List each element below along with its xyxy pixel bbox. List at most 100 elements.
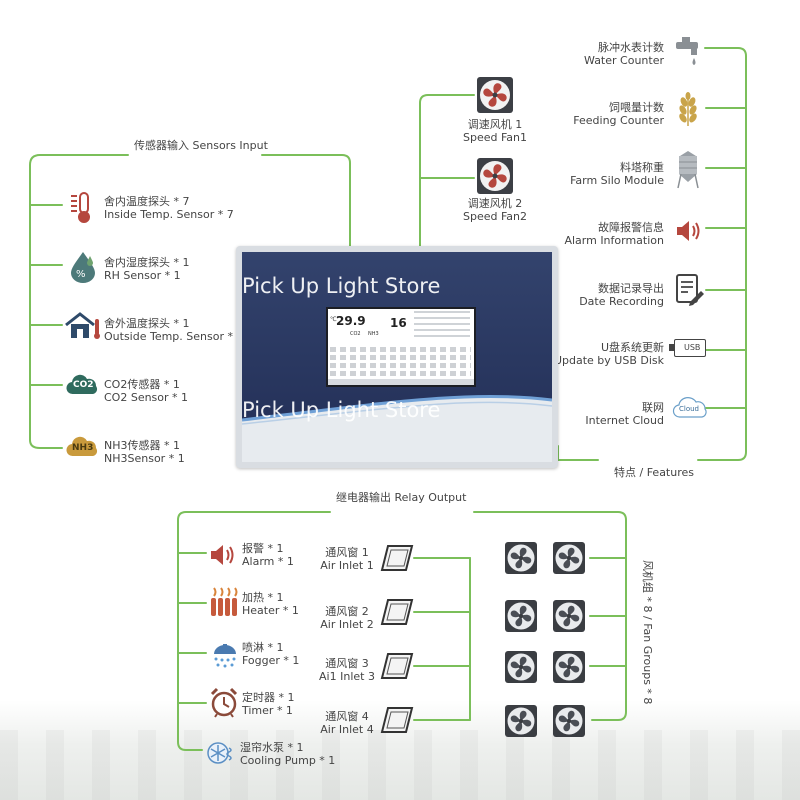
air-inlet-label: 通风窗 3 Ai1 Inlet 3: [312, 657, 382, 683]
feature-zh: 故障报警信息: [598, 221, 664, 234]
sensor-item-label: NH3传感器 * 1 NH3Sensor * 1: [104, 439, 185, 465]
air-inlet-label: 通风窗 4 Air Inlet 4: [312, 710, 382, 736]
silo-icon: [677, 151, 699, 189]
relay-item-label: 湿帘水泵 * 1 Cooling Pump * 1: [240, 741, 335, 767]
sensor-zh: 舍内湿度探头 * 1: [104, 256, 190, 269]
relay-item-label: 报警 * 1 Alarm * 1: [242, 542, 294, 568]
air-inlet-icon: [380, 599, 414, 625]
relay-en: Alarm * 1: [242, 555, 294, 568]
feature-zh: 数据记录导出: [598, 282, 664, 295]
inlet-en: Air Inlet 1: [320, 559, 374, 572]
wheat-icon: [679, 92, 697, 126]
relay-zh: 喷淋 * 1: [242, 641, 284, 654]
device-face: Pick Up Light Store Pick Up Light Store …: [242, 252, 552, 462]
sensor-zh: CO2传感器 * 1: [104, 378, 180, 391]
fan-group-icon: [553, 600, 585, 632]
speed-fan-label: 调速风机 2 Speed Fan2: [460, 197, 530, 223]
feature-zh: 联网: [642, 401, 664, 414]
cloud-icon-text: Cloud: [679, 405, 699, 413]
feature-zh: 料塔称重: [620, 161, 664, 174]
feature-zh: 脉冲水表计数: [598, 41, 664, 54]
screen-co2: CO2: [350, 331, 361, 337]
feature-zh: U盘系统更新: [600, 341, 664, 354]
water-faucet-icon: [676, 37, 698, 65]
speaker-icon: [677, 221, 700, 241]
feature-en: Water Counter: [584, 54, 664, 67]
screen-data-row: [330, 347, 471, 352]
fan-groups-label: 风机组 * 8 / Fan Groups * 8: [641, 560, 654, 705]
relay-zh: 加热 * 1: [242, 591, 284, 604]
controller-screen: 29.9 ℃ 16 CO2 NH3: [326, 307, 476, 387]
sensor-en: RH Sensor * 1: [104, 269, 181, 282]
nh3-icon-text: NH3: [72, 443, 94, 453]
inlet-zh: 通风窗 3: [325, 657, 369, 670]
relay-item-label: 喷淋 * 1 Fogger * 1: [242, 641, 299, 667]
air-inlet-icon: [380, 653, 414, 679]
feature-en: Feeding Counter: [573, 114, 664, 127]
inlet-zh: 通风窗 2: [325, 605, 369, 618]
screen-status-grid: [414, 311, 470, 339]
feature-item-label: U盘系统更新 Update by USB Disk: [540, 341, 664, 367]
screen-nh3: NH3: [368, 331, 379, 337]
feature-en: Date Recording: [579, 295, 664, 308]
feature-item-label: 联网 Internet Cloud: [540, 401, 664, 427]
sensor-en: NH3Sensor * 1: [104, 452, 185, 465]
fan-group-icon: [505, 651, 537, 683]
watermark-text: Pick Up Light Store: [242, 398, 441, 422]
air-inlet-icon: [380, 707, 414, 733]
feature-zh: 饲喂量计数: [609, 101, 664, 114]
fan-groups-label-wrap: 风机组 * 8 / Fan Groups * 8: [640, 560, 654, 704]
humidity-icon: %: [71, 252, 95, 283]
fan-icon: [477, 158, 513, 194]
usb-plug-icon: [669, 344, 674, 351]
alarm-speaker-icon: [211, 545, 234, 565]
fan-icon: [477, 77, 513, 113]
fan-group-icon: [553, 705, 585, 737]
relay-item-label: 定时器 * 1 Timer * 1: [242, 691, 295, 717]
fan-group-icon: [553, 651, 585, 683]
usb-icon-text: USB: [684, 343, 701, 352]
sensor-zh: 舍外温度探头 * 1: [104, 317, 190, 330]
heater-icon: [211, 587, 238, 616]
speed-fan-label: 调速风机 1 Speed Fan1: [460, 118, 530, 144]
inlet-zh: 通风窗 4: [325, 710, 369, 723]
air-inlet-icon: [380, 545, 414, 571]
speed-fan-en: Speed Fan1: [462, 131, 527, 144]
screen-footer: [328, 379, 474, 385]
co2-icon: CO2: [66, 374, 100, 398]
sensor-en: CO2 Sensor * 1: [104, 391, 189, 404]
inlet-en: Ai1 Inlet 3: [319, 670, 375, 683]
house-temp-icon: [65, 312, 100, 339]
feature-item-label: 故障报警信息 Alarm Information: [540, 221, 664, 247]
sensor-en: Outside Temp. Sensor * 1: [104, 330, 244, 343]
screen-humidity: 16: [390, 316, 407, 330]
thermometer-icon: [71, 192, 90, 223]
relay-zh: 湿帘水泵 * 1: [240, 741, 304, 754]
sensor-zh: 舍内温度探头 * 7: [104, 195, 190, 208]
cooling-pump-icon: [207, 742, 232, 764]
relay-en: Heater * 1: [242, 604, 299, 617]
nh3-icon: NH3: [66, 436, 100, 460]
fan-group-icon: [505, 542, 537, 574]
air-inlet-label: 通风窗 1 Air Inlet 1: [312, 546, 382, 572]
sensor-en: Inside Temp. Sensor * 7: [104, 208, 234, 221]
cloud-icon: Cloud: [672, 396, 708, 420]
fan-group-icon: [553, 542, 585, 574]
screen-data-row: [330, 355, 471, 360]
speed-fan-en: Speed Fan2: [462, 210, 527, 223]
document-icon: [676, 274, 704, 306]
watermark-text: Pick Up Light Store: [242, 274, 441, 298]
sensor-item-label: 舍外温度探头 * 1 Outside Temp. Sensor * 1: [104, 317, 243, 343]
feature-item-label: 脉冲水表计数 Water Counter: [540, 41, 664, 67]
relay-en: Fogger * 1: [242, 654, 300, 667]
feature-en: Alarm Information: [564, 234, 664, 247]
usb-icon: USB: [669, 339, 706, 357]
screen-temperature: 29.9: [336, 314, 366, 328]
speed-fan-zh: 调速风机 2: [467, 197, 523, 210]
alarm-clock-icon: [210, 687, 238, 718]
svg-text:%: %: [76, 269, 86, 280]
screen-temp-unit: ℃: [330, 316, 337, 323]
fan-group-icon: [505, 600, 537, 632]
feature-item-label: 数据记录导出 Date Recording: [540, 282, 664, 308]
